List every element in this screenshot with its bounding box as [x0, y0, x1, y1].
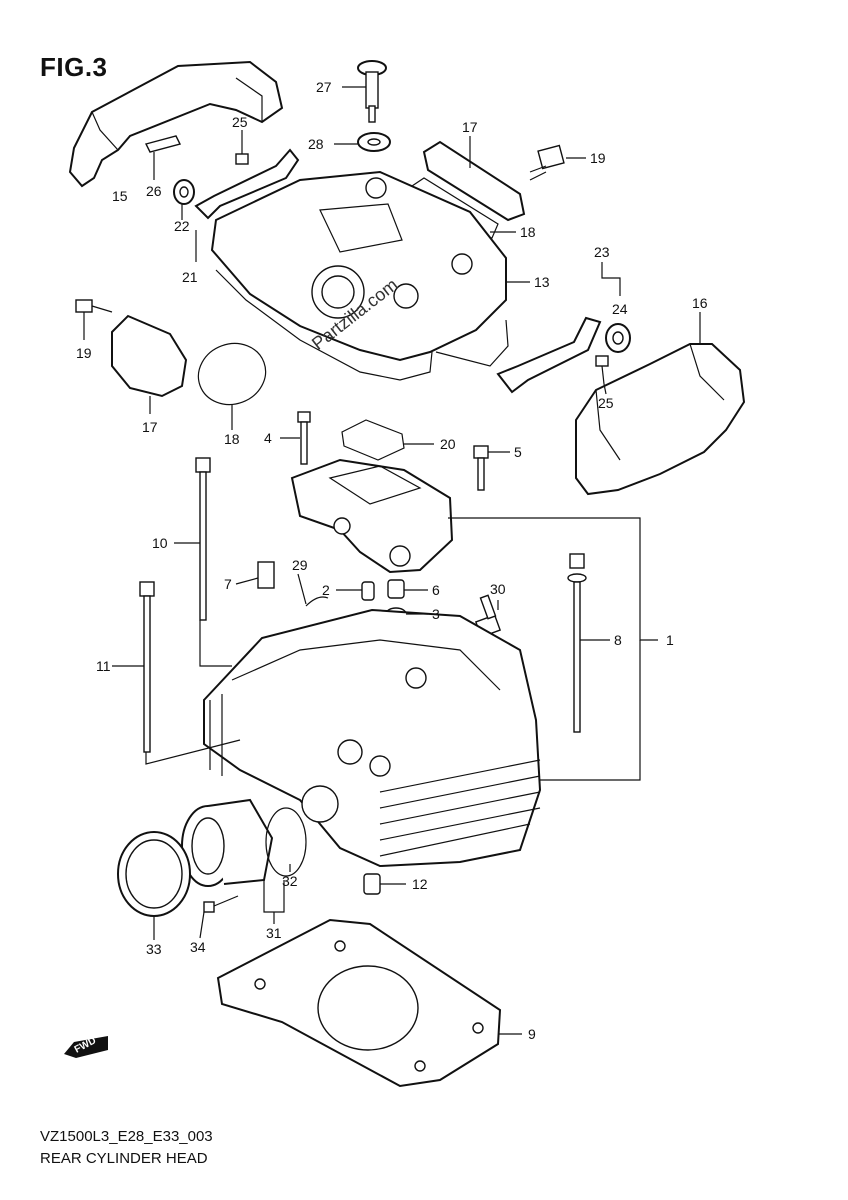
- callout-label: 34: [190, 939, 206, 955]
- cushion-part-left: [173, 179, 195, 205]
- callout-label: 5: [514, 444, 522, 460]
- callout-label: 12: [412, 876, 428, 892]
- dowel-part-2: [361, 581, 375, 601]
- callout-label: 26: [146, 183, 162, 199]
- bolt-part-right: [529, 144, 565, 181]
- callout-label: 27: [316, 79, 332, 95]
- screw-part-right: [595, 355, 609, 385]
- callout-label: 22: [174, 218, 190, 234]
- callout-label: 21: [182, 269, 198, 285]
- bolt-part-4: [297, 411, 311, 465]
- callout-label: 8: [614, 632, 622, 648]
- callout-labels: 1 2 3 4 5 6 7 8 9 10 11 12 13 15 16 17 1…: [76, 79, 708, 1042]
- callout-label: 24: [612, 301, 628, 317]
- callout-label: 3: [432, 606, 440, 622]
- dowel-part-12: [363, 873, 381, 895]
- long-bolt-part-10: [195, 457, 211, 621]
- washer-part: [357, 132, 391, 152]
- figure-title: FIG.3: [40, 52, 108, 82]
- screw-part-34: [203, 895, 239, 913]
- callout-label: 25: [598, 395, 614, 411]
- callout-label: 31: [266, 925, 282, 941]
- callout-label: 29: [292, 557, 308, 573]
- bracket-part-left: [194, 148, 300, 220]
- cylinder-head-cover-part: [210, 170, 509, 381]
- cover-right-part: [575, 343, 746, 496]
- leader-lines: [83, 86, 701, 1035]
- head-gasket-part: [216, 918, 502, 1088]
- bolt-part-left: [75, 299, 113, 313]
- clip-part: [305, 596, 329, 607]
- dowel-part-6: [387, 579, 405, 599]
- callout-label: 7: [224, 576, 232, 592]
- cap-part-left: [111, 314, 188, 398]
- callout-label: 32: [282, 873, 298, 889]
- callout-label: 18: [224, 431, 240, 447]
- callout-label: 6: [432, 582, 440, 598]
- bracket-part-right: [496, 316, 602, 394]
- cushion-part-right: [605, 323, 631, 353]
- gasket-part-20: [341, 419, 405, 461]
- callout-label: 25: [232, 114, 248, 130]
- callout-label: 28: [308, 136, 324, 152]
- callout-label: 19: [590, 150, 606, 166]
- callout-label: 17: [142, 419, 158, 435]
- cover-left-part: [68, 60, 284, 188]
- long-bolt-part-11: [139, 581, 155, 753]
- o-ring-part-32: [265, 807, 307, 877]
- cap-part-top: [422, 140, 526, 222]
- bolt-part-5: [473, 445, 489, 491]
- screw-part-top: [235, 138, 249, 165]
- callout-label: 15: [112, 188, 128, 204]
- plug-part: [257, 561, 275, 589]
- callout-label: 33: [146, 941, 162, 957]
- callout-label: 13: [534, 274, 550, 290]
- callout-label: 11: [96, 658, 111, 674]
- callout-label: 19: [76, 345, 92, 361]
- clamp-part: [117, 831, 191, 917]
- plate-part: [144, 135, 182, 153]
- callout-label: 20: [440, 436, 456, 452]
- callout-label: 23: [594, 244, 610, 260]
- cam-holder-part: [290, 458, 454, 574]
- stud-bolt-part-8: [567, 553, 587, 733]
- callout-label: 1: [666, 632, 674, 648]
- gasket-part-left: [197, 342, 267, 406]
- cylinder-head-part: [203, 608, 542, 868]
- callout-label: 18: [520, 224, 536, 240]
- forward-arrow-icon: [64, 1036, 108, 1058]
- callout-label: 4: [264, 430, 272, 446]
- callout-label: 9: [528, 1026, 536, 1042]
- callout-label: 16: [692, 295, 708, 311]
- callout-label: 17: [462, 119, 478, 135]
- bolt-part-top: [357, 60, 387, 123]
- diagram-subtitle: REAR CYLINDER HEAD: [40, 1150, 208, 1167]
- model-code: VZ1500L3_E28_E33_003: [40, 1128, 213, 1145]
- callout-label: 10: [152, 535, 168, 551]
- callout-label: 2: [322, 582, 330, 598]
- callout-label: 30: [490, 581, 506, 597]
- intake-pipe-part: [181, 798, 274, 887]
